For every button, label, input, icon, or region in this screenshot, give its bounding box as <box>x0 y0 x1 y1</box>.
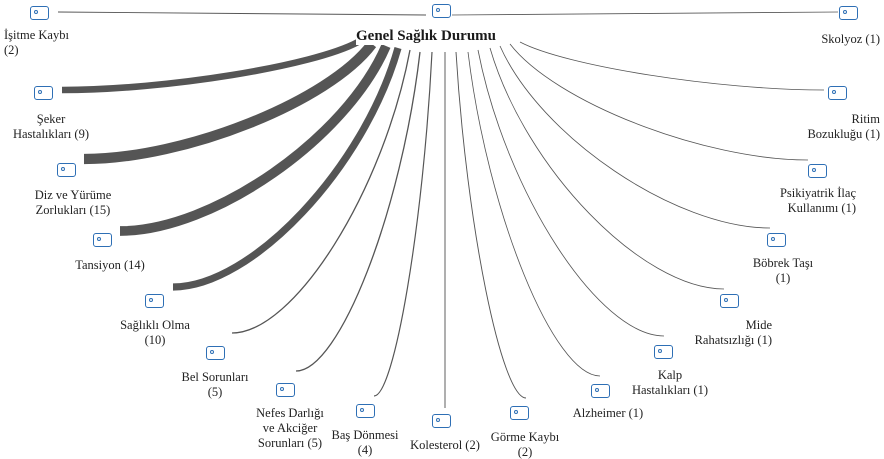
node-label: Ritim Bozukluğu (1) <box>807 112 880 141</box>
node-label: Tansiyon (14) <box>75 258 145 272</box>
link-10 <box>455 51 527 399</box>
node-icon <box>206 346 225 360</box>
node-icon <box>828 86 847 100</box>
node-label: Bel Sorunları (5) <box>181 370 249 399</box>
node-label: Skolyoz (1) <box>821 32 880 46</box>
node-icon <box>57 163 76 177</box>
node-label: Mide Rahatsızlığı (1) <box>694 318 772 347</box>
node-label: İşitme Kaybı (2) <box>4 28 69 57</box>
link-13 <box>489 47 725 290</box>
link-5 <box>172 47 402 291</box>
node-icon <box>145 294 164 308</box>
node-label: Alzheimer (1) <box>572 406 644 420</box>
link-15 <box>509 43 809 161</box>
link-16 <box>519 41 825 91</box>
node-icon <box>356 404 375 418</box>
node-icon <box>839 6 858 20</box>
link-12 <box>477 49 665 337</box>
link-17 <box>451 11 839 16</box>
root-node-icon <box>432 4 451 18</box>
link-3 <box>83 40 377 165</box>
node-icon <box>276 383 295 397</box>
link-8 <box>373 51 433 397</box>
link-14 <box>499 45 771 229</box>
node-icon <box>93 233 112 247</box>
link-2 <box>61 39 360 94</box>
node-icon <box>808 164 827 178</box>
node-icon <box>510 406 529 420</box>
node-label: Böbrek Taşı (1) <box>752 256 814 285</box>
link-7 <box>295 51 421 372</box>
node-icon <box>30 6 49 20</box>
node-icon <box>767 233 786 247</box>
node-label: Diz ve Yürüme Zorlukları (15) <box>34 188 112 217</box>
node-label: Şeker Hastalıkları (9) <box>12 112 89 141</box>
link-1 <box>57 11 427 16</box>
link-6 <box>231 49 411 334</box>
node-label: Psikiyatrik İlaç Kullanımı (1) <box>779 186 856 215</box>
node-label: Baş Dönmesi (4) <box>331 428 399 457</box>
node-label: Görme Kaybı (2) <box>490 430 560 459</box>
link-4 <box>119 44 391 236</box>
node-icon <box>720 294 739 308</box>
diagram-title: Genel Sağlık Durumu <box>356 27 497 45</box>
node-icon <box>591 384 610 398</box>
node-label: Sağlıklı Olma (10) <box>120 318 190 347</box>
node-icon <box>654 345 673 359</box>
link-11 <box>467 51 601 377</box>
node-label: Kalp Hastalıkları (1) <box>631 368 708 397</box>
node-icon <box>432 414 451 428</box>
node-label: Kolesterol (2) <box>410 438 480 452</box>
node-icon <box>34 86 53 100</box>
node-label: Nefes Darlığı ve Akciğer Sorunları (5) <box>256 406 324 450</box>
